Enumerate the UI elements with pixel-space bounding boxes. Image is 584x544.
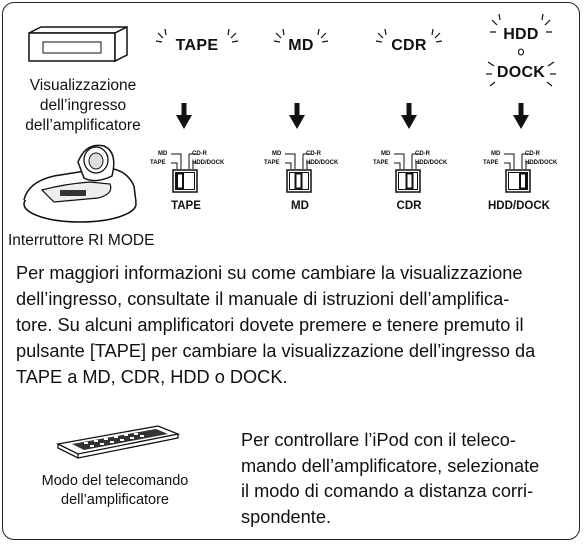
amplifier-illustration	[28, 25, 128, 63]
ri-mode-switch[interactable]: MD CD-R TAPE HDD/DOCK HDD/DOCK	[481, 150, 573, 220]
arrow-down-icon	[176, 103, 192, 129]
remote-caption: Modo del telecomando dell’amplificatore	[41, 473, 189, 508]
arrow-down-icon	[289, 103, 305, 129]
sparkle-icon	[375, 28, 443, 43]
amplifier-caption: Visualizzazione dell’ingresso dell’ampli…	[25, 77, 141, 134]
remote-control-illustration	[55, 425, 181, 459]
switch-body	[171, 153, 198, 193]
sparkle-icon	[155, 28, 239, 43]
display-hdd-dock: HDD DOCK	[480, 12, 562, 92]
panel-frame	[2, 2, 580, 540]
display-md: MD	[262, 25, 340, 65]
dock-illustration	[23, 144, 137, 223]
switch-body	[394, 153, 421, 193]
sparkle-icon	[486, 13, 556, 87]
arrow-down-icon	[401, 103, 417, 129]
ri-mode-switch[interactable]: MD CD-R TAPE HDD/DOCK TAPE	[148, 150, 228, 220]
switch-body	[504, 153, 531, 193]
ri-mode-switch[interactable]: MD CD-R TAPE HDD/DOCK CDR	[371, 150, 451, 220]
info-paragraph: Per maggiori informazioni su come cambia…	[16, 263, 536, 387]
display-tape: TAPE	[152, 25, 242, 65]
switch-body	[285, 153, 312, 193]
dock-caption: Interruttore RI MODE	[8, 232, 155, 249]
display-cdr: CDR	[368, 25, 450, 65]
ri-mode-switch[interactable]: MD CD-R TAPE HDD/DOCK MD	[262, 150, 342, 220]
sparkle-icon	[273, 28, 329, 43]
arrow-down-icon	[513, 103, 529, 129]
remote-paragraph: Per controllare l’iPod con il teleco- ma…	[241, 430, 540, 527]
